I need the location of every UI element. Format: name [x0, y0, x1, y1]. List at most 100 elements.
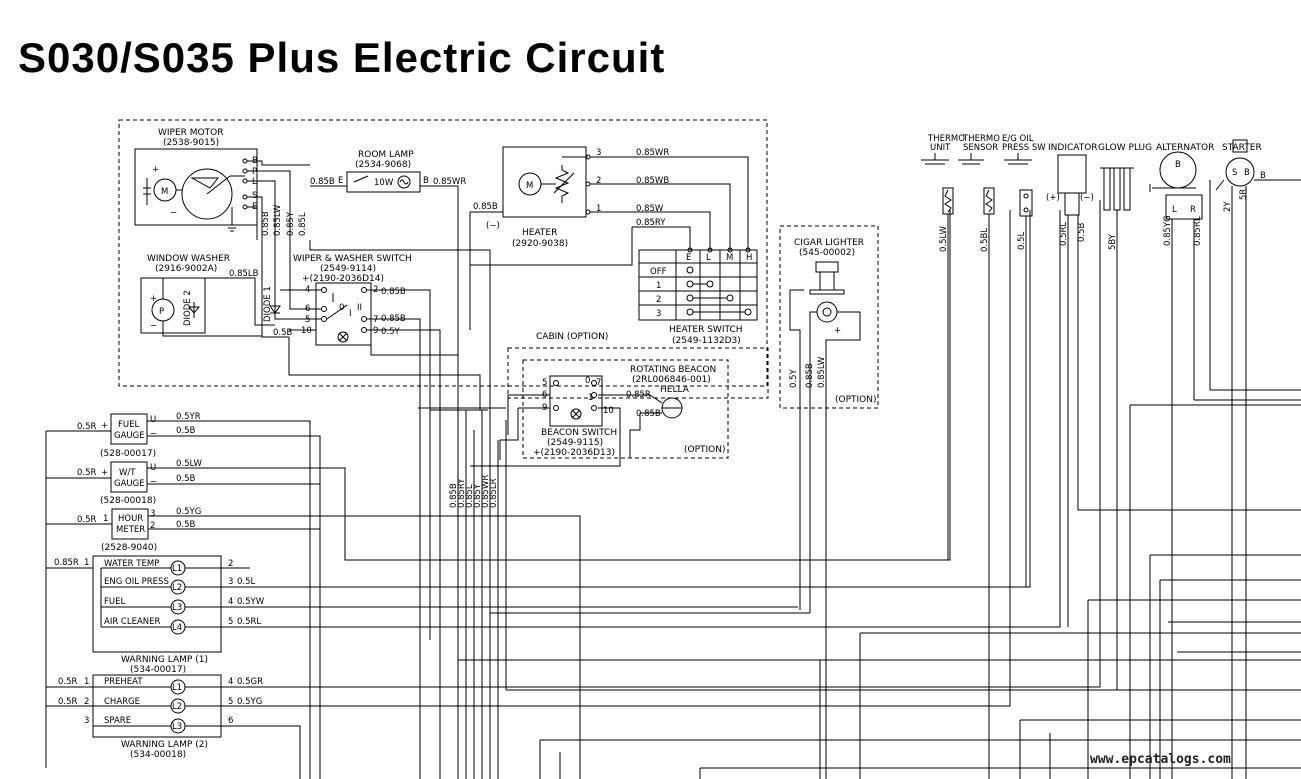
- svg-text:H: H: [746, 253, 752, 263]
- room-lamp-label: ROOM LAMP: [358, 150, 414, 160]
- cigar-option-label: (OPTION): [835, 395, 877, 405]
- svg-text:0.85W: 0.85W: [636, 204, 664, 214]
- svg-text:0.5YG: 0.5YG: [237, 697, 262, 707]
- svg-text:L4: L4: [172, 623, 182, 633]
- svg-text:I: I: [349, 309, 352, 319]
- svg-text:−: −: [150, 321, 157, 331]
- svg-text:0.85Y: 0.85Y: [473, 483, 483, 508]
- heater: M 3 2 1 (−) HEATER (2920-9038): [486, 146, 601, 249]
- rotating-beacon: ROTATING BEACON (2RL006846-001) HELLA (O…: [630, 365, 726, 455]
- svg-text:+: +: [101, 468, 108, 478]
- svg-text:L2: L2: [172, 583, 182, 593]
- svg-text:0.5YW: 0.5YW: [237, 597, 265, 607]
- svg-text:0.85R: 0.85R: [626, 390, 651, 400]
- svg-text:B: B: [1260, 171, 1266, 181]
- svg-text:−: −: [170, 208, 177, 218]
- svg-text:0.85WR: 0.85WR: [481, 475, 491, 508]
- svg-text:9: 9: [373, 326, 378, 336]
- window-washer-part: (2916-9002A): [155, 264, 217, 274]
- heater-switch-label: HEATER SWITCH: [669, 325, 743, 335]
- svg-text:FUEL: FUEL: [118, 420, 139, 430]
- svg-text:U: U: [150, 415, 156, 425]
- svg-text:0.5RL: 0.5RL: [237, 617, 261, 627]
- svg-text:0.85RY: 0.85RY: [457, 478, 467, 508]
- svg-text:UNIT: UNIT: [930, 143, 951, 153]
- svg-text:E: E: [338, 176, 343, 186]
- svg-text:M: M: [526, 181, 533, 191]
- svg-text:0.5B: 0.5B: [176, 474, 196, 484]
- wiper-motor: WIPER MOTOR (2538-9015) M + − B P L S E: [134, 128, 258, 232]
- rotating-beacon-part: (2RL006846-001): [632, 375, 711, 385]
- svg-text:1: 1: [103, 514, 108, 524]
- heater-switch: E L M H OFF 1 2 3 HEATER SWITCH (2549-11…: [638, 247, 758, 346]
- svg-text:0.5L: 0.5L: [1017, 231, 1027, 250]
- watermark: www.epcatalogs.com: [1090, 752, 1231, 767]
- svg-text:0.85LB: 0.85LB: [229, 269, 259, 279]
- svg-text:OFF: OFF: [650, 267, 667, 277]
- room-lamp-part: (2534-9068): [355, 160, 411, 170]
- svg-text:+: +: [834, 326, 841, 336]
- svg-text:0.85WR: 0.85WR: [636, 148, 669, 158]
- svg-text:5BY: 5BY: [1108, 233, 1118, 250]
- svg-text:0.5LW: 0.5LW: [939, 226, 949, 252]
- wiper-motor-label: WIPER MOTOR: [158, 128, 223, 138]
- svg-text:0.85RY: 0.85RY: [636, 218, 666, 228]
- beacon-boundary: [522, 359, 729, 459]
- svg-text:10: 10: [301, 326, 312, 336]
- svg-text:7: 7: [596, 378, 601, 388]
- svg-text:0.85LW: 0.85LW: [273, 204, 283, 236]
- svg-text:II: II: [357, 303, 362, 313]
- warning-lamp-1: WATER TEMP ENG OIL PRESS FUEL AIR CLEANE…: [84, 555, 233, 675]
- svg-text:0.5B: 0.5B: [176, 520, 196, 530]
- starter-label: STARTER: [1222, 143, 1262, 153]
- svg-text:S: S: [1232, 168, 1237, 178]
- svg-text:2Y: 2Y: [1223, 201, 1233, 212]
- svg-text:THERMO: THERMO: [962, 134, 1000, 144]
- svg-text:−: −: [150, 477, 157, 487]
- svg-text:0: 0: [339, 303, 344, 313]
- svg-text:0.5R: 0.5R: [58, 677, 78, 687]
- svg-text:M: M: [726, 253, 733, 263]
- svg-text:0.5R: 0.5R: [58, 697, 78, 707]
- svg-text:DIODE 1: DIODE 1: [263, 286, 273, 322]
- svg-text:B: B: [423, 176, 429, 186]
- svg-text:5: 5: [228, 697, 233, 707]
- svg-text:GAUGE: GAUGE: [114, 431, 145, 441]
- beacon-switch: 5 6 9 0 7 1 10 BEACON SWITCH (2549-9115)…: [533, 375, 617, 458]
- beacon-option-label: (OPTION): [684, 445, 726, 455]
- svg-text:0.5R: 0.5R: [77, 515, 97, 525]
- heater-switch-part: (2549-1132D3): [672, 336, 741, 346]
- svg-text:CHARGE: CHARGE: [104, 697, 140, 707]
- svg-text:0.5Y: 0.5Y: [381, 327, 401, 337]
- svg-text:0.85WR: 0.85WR: [433, 177, 466, 187]
- window-washer: WINDOW WASHER (2916-9002A) P + − DIODE 2: [140, 254, 230, 334]
- svg-text:SPARE: SPARE: [104, 716, 131, 726]
- svg-text:1: 1: [596, 204, 601, 214]
- beacon-switch-part2: +(2190-2036D13): [533, 448, 615, 458]
- svg-text:0.5Y: 0.5Y: [789, 368, 799, 388]
- cabin-option-label: CABIN (OPTION): [536, 332, 608, 342]
- page-title: S030/S035 Plus Electric Circuit: [18, 34, 666, 81]
- svg-text:0.85R: 0.85R: [54, 558, 79, 568]
- svg-text:3: 3: [228, 577, 233, 587]
- svg-text:1: 1: [84, 677, 89, 687]
- svg-text:0.85B: 0.85B: [381, 287, 406, 297]
- svg-text:5: 5: [228, 617, 233, 627]
- svg-text:+: +: [150, 294, 157, 304]
- svg-text:0.85B: 0.85B: [381, 314, 406, 324]
- cigar-lighter-part: (545-00002): [799, 248, 855, 258]
- window-washer-label: WINDOW WASHER: [147, 254, 230, 264]
- svg-text:2: 2: [150, 521, 155, 531]
- svg-text:1: 1: [84, 558, 89, 568]
- svg-text:0.85B: 0.85B: [310, 177, 335, 187]
- svg-text:0: 0: [585, 376, 590, 386]
- svg-text:0.85L: 0.85L: [298, 212, 308, 236]
- svg-text:3: 3: [656, 309, 661, 319]
- fuel-gauge: FUEL GAUGE + U − (528-00017): [100, 413, 157, 459]
- svg-text:−: −: [150, 429, 157, 439]
- svg-text:0.5GR: 0.5GR: [237, 677, 263, 687]
- svg-text:0.5L: 0.5L: [237, 577, 256, 587]
- svg-text:(−): (−): [486, 221, 500, 231]
- cigar-lighter-label: CIGAR LIGHTER: [794, 238, 864, 248]
- svg-text:0.85B: 0.85B: [473, 202, 498, 212]
